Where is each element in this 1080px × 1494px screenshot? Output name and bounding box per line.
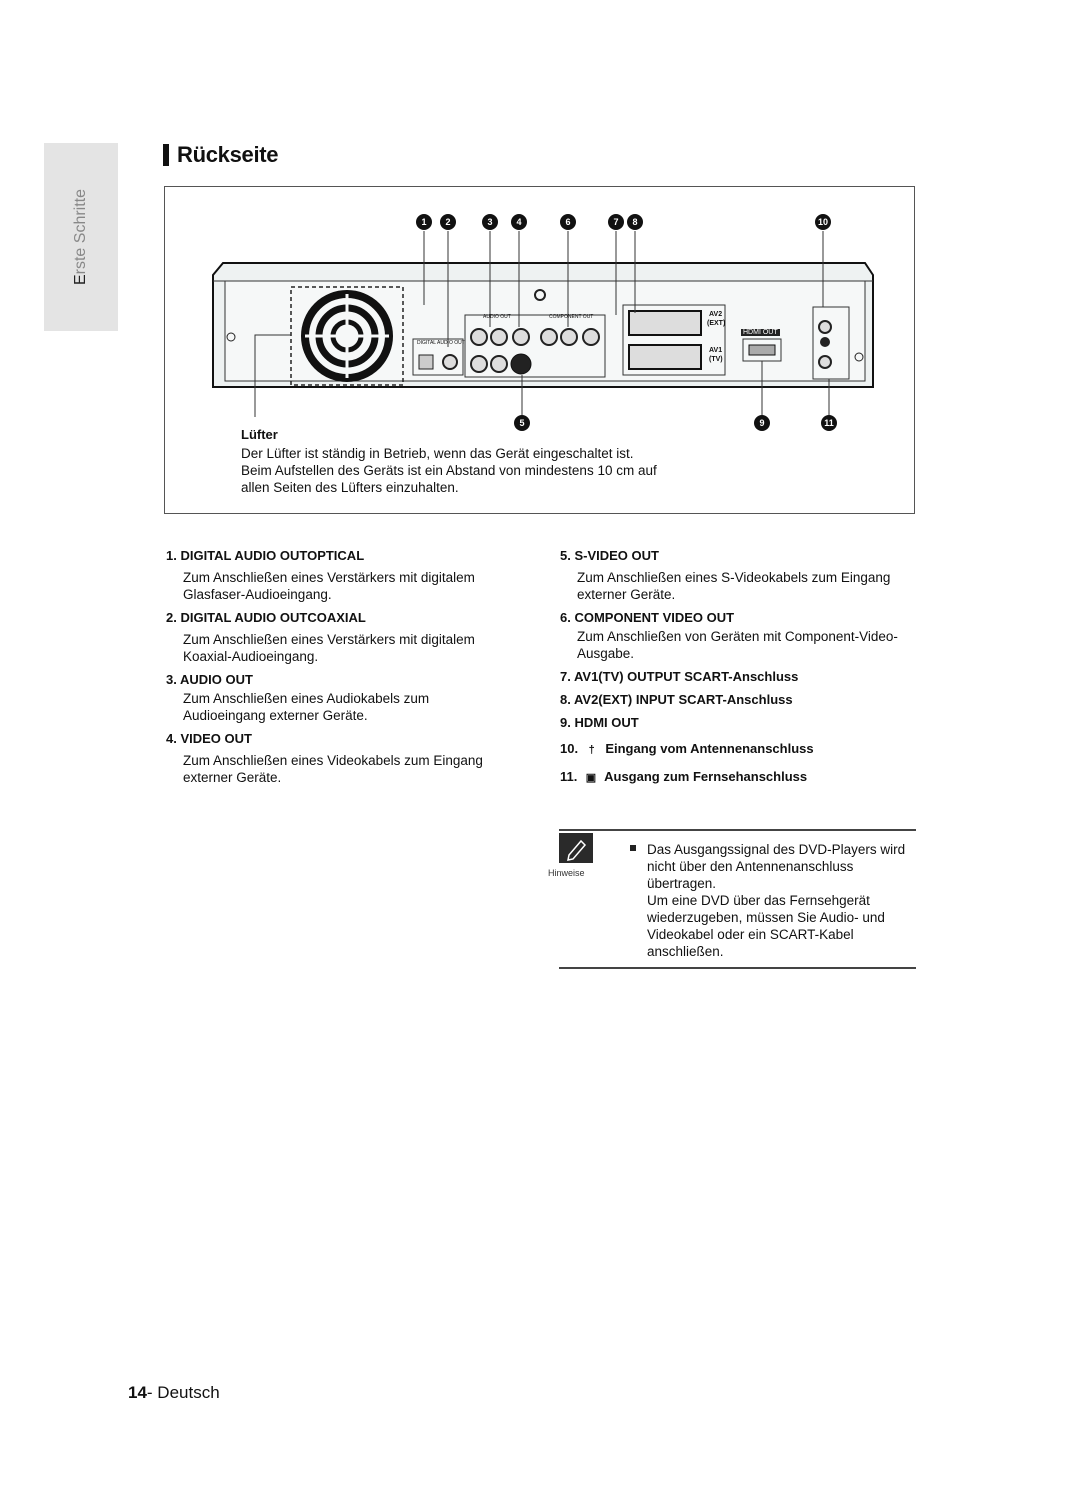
callout-marker: 10 (815, 214, 831, 230)
connector-item: 5. S-VIDEO OUT Zum Anschließen eines S-V… (560, 547, 915, 603)
item-description: Zum Anschließen eines Verstärkers mit di… (183, 632, 475, 664)
item-heading-tv: 11. ▣ Ausgang zum Fernsehanschluss (560, 768, 915, 787)
item-heading: 9. HDMI OUT (560, 715, 639, 730)
audio-out-label: AUDIO OUT (483, 314, 511, 320)
callout-marker: 2 (440, 214, 456, 230)
fan-description: Der Lüfter ist ständig in Betrieb, wenn … (241, 446, 657, 495)
heading-bar (163, 144, 169, 166)
section-tab: Erste Schritte (44, 143, 118, 331)
item-number: 11. (560, 769, 578, 784)
note-bullet (630, 845, 636, 851)
item-heading: 1. DIGITAL AUDIO OUTOPTICAL (166, 548, 365, 563)
tv-icon: ▣ (585, 772, 597, 784)
fan-heading: Lüfter (241, 427, 278, 442)
item-heading: 2. DIGITAL AUDIO OUTCOAXIAL (166, 610, 366, 625)
item-heading: 6. COMPONENT VIDEO OUT (560, 610, 735, 625)
page-title: Rückseite (177, 142, 279, 167)
pencil-icon (559, 833, 593, 863)
av1-sub-label: (TV) (709, 356, 723, 363)
note-text-2: Um eine DVD über das Fernsehgerät wieder… (647, 893, 885, 959)
item-description: Zum Anschließen eines Audiokabels zum Au… (183, 691, 430, 723)
note-label: Hinweise (548, 868, 585, 878)
callout-marker: 3 (482, 214, 498, 230)
callout-marker: 7 (608, 214, 624, 230)
antenna-icon: † (588, 744, 595, 756)
note-text-1: Das Ausgangssignal des DVD-Players wird … (647, 842, 906, 891)
item-heading: 3. AUDIO OUT (166, 672, 253, 687)
rear-panel-drawing (212, 231, 874, 417)
callout-marker: 6 (560, 214, 576, 230)
item-description: Zum Anschließen von Geräten mit Componen… (577, 629, 898, 661)
connector-item: 4. VIDEO OUT Zum Anschließen eines Video… (166, 730, 506, 786)
note-bottom-rule (559, 967, 916, 969)
footer-language: - Deutsch (146, 1383, 220, 1402)
connector-item: 1. DIGITAL AUDIO OUTOPTICAL Zum Anschlie… (166, 547, 506, 603)
callout-marker: 8 (627, 214, 643, 230)
item-heading-text: Eingang vom Antennenanschluss (605, 741, 814, 756)
section-tab-label: Erste Schritte (72, 188, 89, 286)
digital-audio-label: DIGITAL AUDIO OUT (417, 340, 465, 346)
hdmi-out-label: HDMI OUT (741, 329, 780, 336)
av1-label: AV1 (709, 347, 723, 354)
connector-item: 2. DIGITAL AUDIO OUTCOAXIAL Zum Anschlie… (166, 609, 506, 665)
connector-item: 6. COMPONENT VIDEO OUT Zum Anschließen v… (560, 609, 915, 662)
item-heading-text: Ausgang zum Fernsehanschluss (604, 769, 808, 784)
callout-marker: 9 (754, 415, 770, 431)
fan-grille (301, 290, 393, 382)
av2-sub-label: (EXT) (707, 320, 726, 327)
callout-marker: 5 (514, 415, 530, 431)
note-top-rule (559, 829, 916, 831)
item-description: Zum Anschließen eines Verstärkers mit di… (183, 570, 475, 602)
item-heading: 4. VIDEO OUT (166, 731, 252, 746)
section-tab-label-rest: rste Schritte (72, 188, 89, 275)
item-heading: 8. AV2(EXT) INPUT SCART-Anschluss (560, 692, 793, 707)
page-footer: 14- Deutsch (128, 1383, 220, 1403)
component-out-label: COMPONENT OUT (549, 314, 594, 320)
item-heading-antenna: 10. † Eingang vom Antennenanschluss (560, 740, 915, 759)
item-description: Zum Anschließen eines Videokabels zum Ei… (183, 753, 483, 785)
av2-label: AV2 (709, 311, 723, 318)
right-column: 5. S-VIDEO OUT Zum Anschließen eines S-V… (560, 547, 915, 787)
item-heading: 7. AV1(TV) OUTPUT SCART-Anschluss (560, 669, 799, 684)
callout-marker: 11 (821, 415, 837, 431)
page-number: 14 (128, 1383, 147, 1402)
callout-marker: 1 (416, 214, 432, 230)
left-column: 1. DIGITAL AUDIO OUTOPTICAL Zum Anschlie… (166, 547, 506, 786)
item-heading: 5. S-VIDEO OUT (560, 548, 659, 563)
page-heading: Rückseite (163, 142, 279, 168)
item-description: Zum Anschließen eines S-Videokabels zum … (577, 570, 891, 602)
connector-item: 3. AUDIO OUT Zum Anschließen eines Audio… (166, 671, 506, 724)
note-text: Das Ausgangssignal des DVD-Players wird … (647, 841, 912, 960)
item-number: 10. (560, 741, 579, 756)
callout-marker: 4 (511, 214, 527, 230)
